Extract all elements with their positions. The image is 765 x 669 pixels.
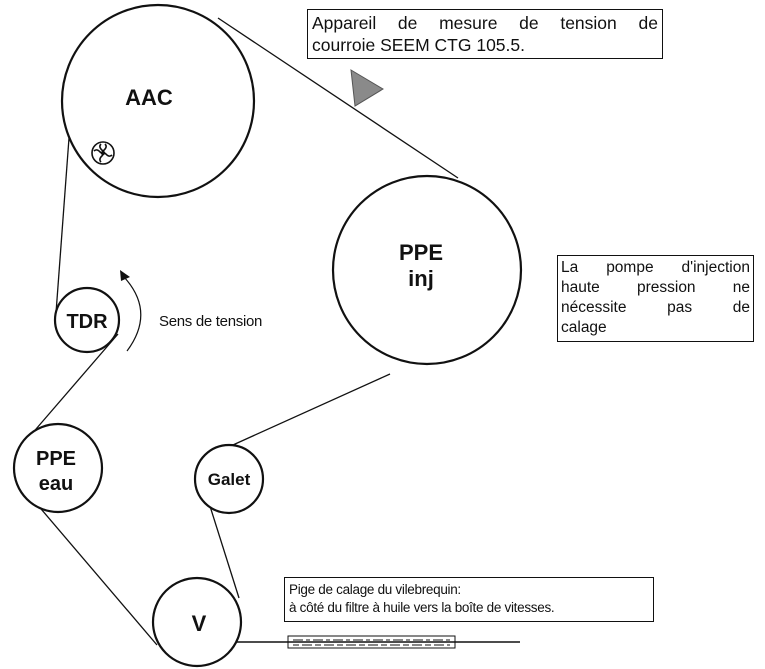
pulley-ppe-inj-label-1: PPE: [399, 240, 443, 265]
alternator-fan-icon: [91, 141, 115, 165]
pulley-tdr-label: TDR: [66, 311, 108, 333]
note-tension-gauge: Appareil de mesure de tension de courroi…: [307, 9, 663, 59]
pulley-ppe-eau: PPE eau: [12, 422, 104, 514]
note-tension-gauge-line1: Appareil de mesure de tension de: [312, 13, 658, 33]
note-injection-pump: La pompe d'injection haute pression ne n…: [557, 255, 754, 342]
note-crankshaft-pin-line1: Pige de calage du vilebrequin:: [289, 582, 461, 597]
note-injection-pump-line1: La pompe d'injection: [561, 259, 750, 276]
pulley-ppe-eau-label-2: eau: [39, 473, 73, 495]
note-tension-gauge-line2: courroie SEEM CTG 105.5.: [312, 35, 525, 55]
pulley-galet-label: Galet: [208, 470, 251, 489]
pulley-aac-label: AAC: [125, 85, 173, 110]
belt-segment-aac-ppe-inj: [217, 17, 459, 179]
note-crankshaft-pin-line2: à côté du filtre à huile vers la boîte d…: [289, 600, 555, 615]
pulley-ppe-inj-label-2: inj: [408, 266, 434, 291]
note-injection-pump-line4: calage: [561, 319, 607, 336]
tension-direction-label: Sens de tension: [159, 313, 263, 330]
pulley-ppe-eau-label-1: PPE: [36, 448, 76, 470]
belt-segment-v-ppe-eau: [29, 495, 158, 646]
pulley-tdr: TDR: [53, 286, 121, 354]
belt-segment-tdr-aac: [55, 137, 70, 314]
pulley-ppe-inj: PPE inj: [331, 174, 523, 366]
note-crankshaft-pin: Pige de calage du vilebrequin: à côté du…: [284, 577, 654, 622]
note-injection-pump-line2: haute pression ne: [561, 279, 750, 296]
pulley-v: V: [151, 576, 243, 668]
note-injection-pump-line3: nécessite pas de: [561, 299, 750, 316]
belt-segment-ppe-inj-galet: [212, 373, 391, 455]
pulley-aac: AAC: [60, 3, 256, 199]
belt-segment-ppe-eau-tdr: [29, 333, 119, 437]
crankshaft-timing-pin: [237, 635, 520, 649]
pulley-galet: Galet: [193, 443, 265, 515]
pulley-v-label: V: [192, 611, 207, 636]
tension-direction-arrow: [120, 270, 142, 352]
tension-gauge-marker-icon: [350, 69, 384, 107]
